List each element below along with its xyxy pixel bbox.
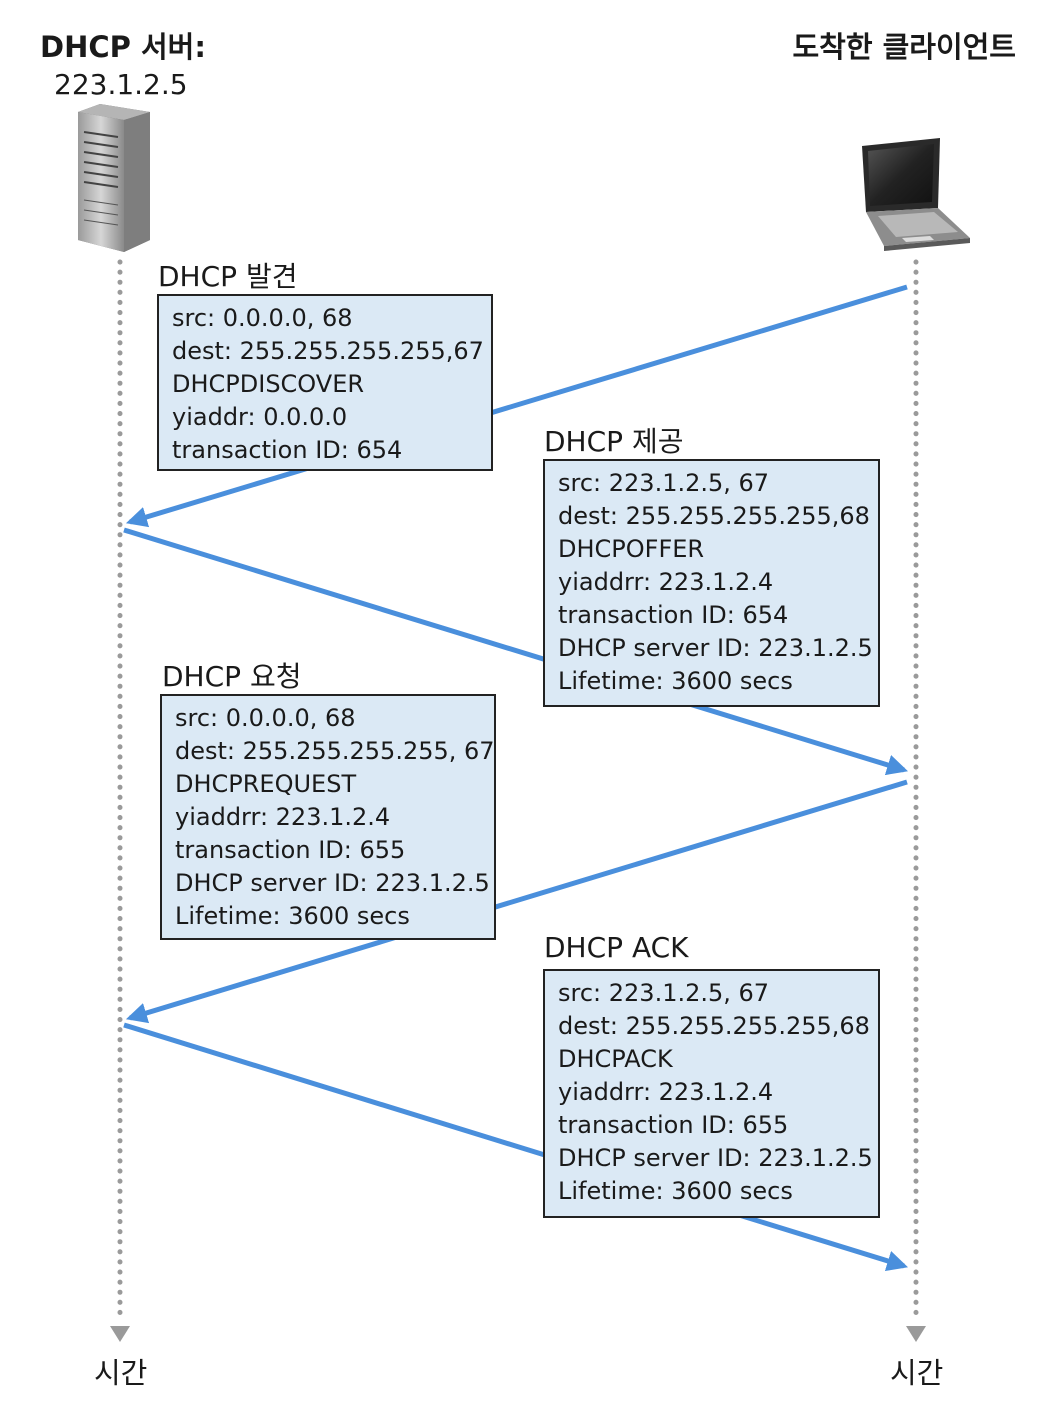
ack-title: DHCP ACK [544,931,689,964]
offer-line: dest: 255.255.255.255,68 [558,502,870,530]
ack-line: yiaddrr: 223.1.2.4 [558,1078,774,1106]
offer-line: yiaddrr: 223.1.2.4 [558,568,774,596]
request-box: src: 0.0.0.0, 68 dest: 255.255.255.255, … [160,694,496,940]
request-line: DHCPREQUEST [175,770,357,798]
discover-arrow [125,284,908,528]
ack-line: DHCPACK [558,1045,673,1073]
discover-box: src: 0.0.0.0, 68 dest: 255.255.255.255,6… [157,294,493,471]
client-time-arrowhead [906,1326,926,1342]
ack-line: transaction ID: 655 [558,1111,789,1139]
laptop-icon [862,138,970,251]
client-title: 도착한 클라이언트 [792,30,1016,64]
offer-line: Lifetime: 3600 secs [558,667,793,695]
request-line: yiaddrr: 223.1.2.4 [175,803,391,831]
ack-line: DHCP server ID: 223.1.2.5 [558,1144,873,1172]
client-time-label: 시간 [890,1356,944,1390]
offer-line: DHCPOFFER [558,535,705,563]
server-title: DHCP 서버: [40,30,206,64]
server-ip: 223.1.2.5 [54,68,188,101]
request-line: dest: 255.255.255.255, 67 [175,737,495,765]
server-header: DHCP 서버: 223.1.2.5 [40,24,206,101]
request-line: Lifetime: 3600 secs [175,902,410,930]
discover-line: yiaddr: 0.0.0.0 [172,403,348,431]
ack-line: dest: 255.255.255.255,68 [558,1012,870,1040]
request-line: DHCP server ID: 223.1.2.5 [175,869,490,897]
ack-line: Lifetime: 3600 secs [558,1177,793,1205]
discover-title: DHCP 발견 [158,260,298,293]
offer-title: DHCP 제공 [544,425,684,458]
offer-box: src: 223.1.2.5, 67 dest: 255.255.255.255… [543,459,880,707]
offer-arrow [123,527,909,776]
request-line: transaction ID: 655 [175,836,406,864]
offer-line: transaction ID: 654 [558,601,789,629]
discover-line: src: 0.0.0.0, 68 [172,304,353,332]
server-icon [78,104,150,252]
request-title: DHCP 요청 [162,660,302,693]
offer-line: DHCP server ID: 223.1.2.5 [558,634,873,662]
discover-line: transaction ID: 654 [172,436,403,464]
ack-line: src: 223.1.2.5, 67 [558,979,770,1007]
request-line: src: 0.0.0.0, 68 [175,704,356,732]
ack-arrow [123,1022,909,1272]
ack-box: src: 223.1.2.5, 67 dest: 255.255.255.255… [543,969,880,1218]
discover-line: DHCPDISCOVER [172,370,365,398]
server-time-label: 시간 [94,1356,148,1390]
discover-line: dest: 255.255.255.255,67 [172,337,484,365]
server-time-arrowhead [110,1326,130,1342]
request-arrow [125,779,908,1024]
offer-line: src: 223.1.2.5, 67 [558,469,770,497]
